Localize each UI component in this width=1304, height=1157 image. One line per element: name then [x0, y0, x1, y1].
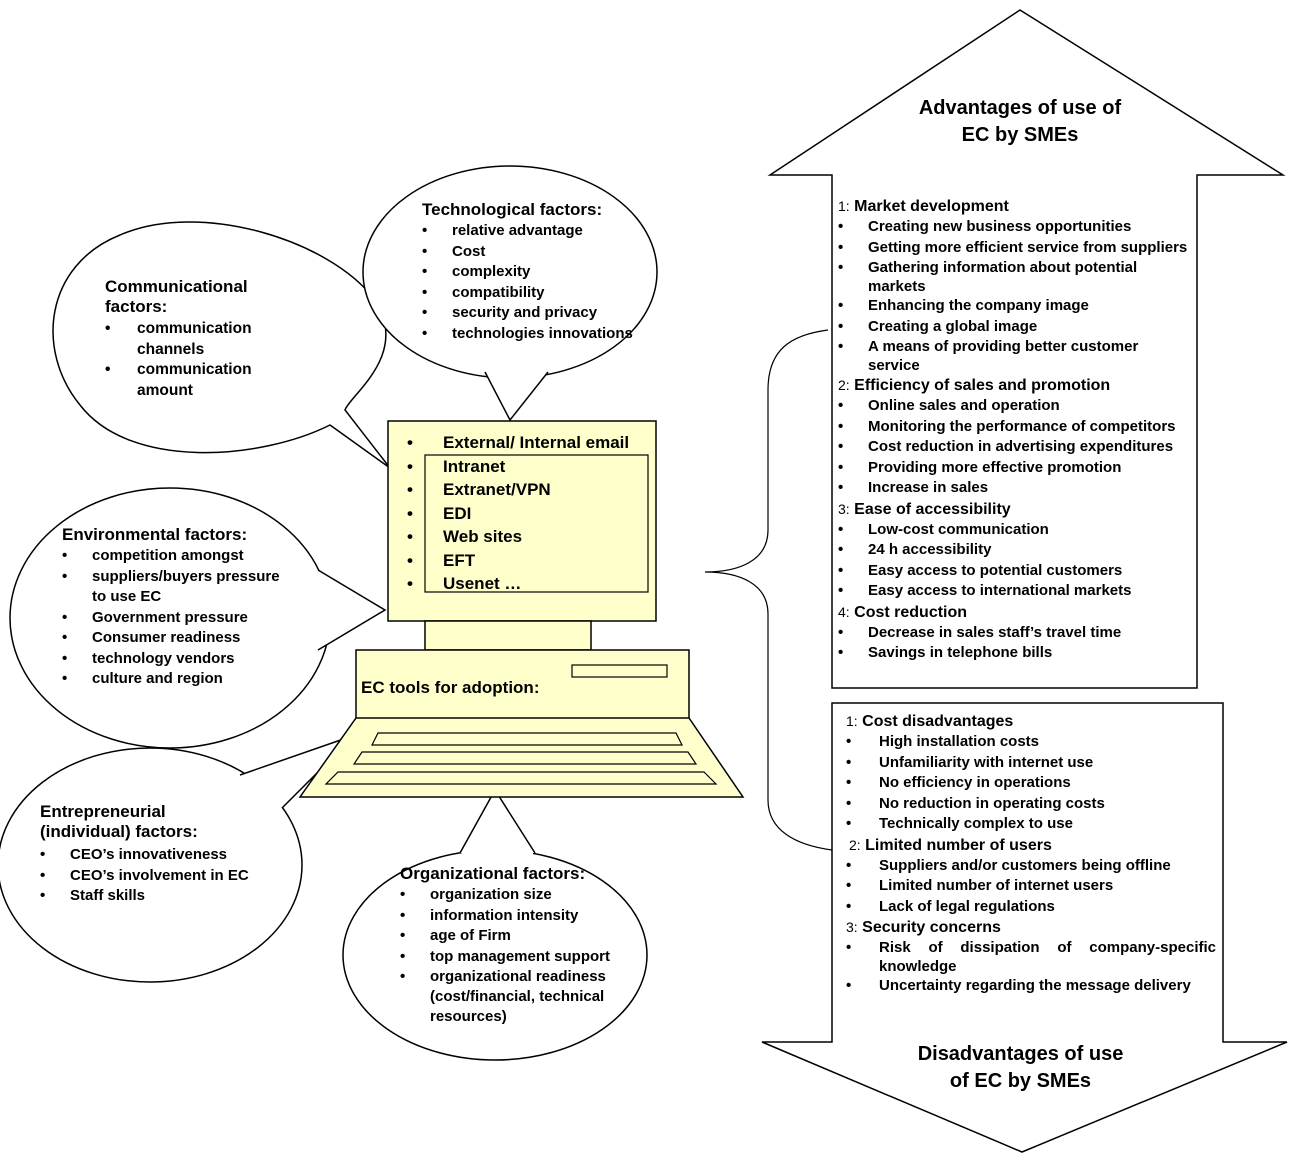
- list-item: Getting more efficient service from supp…: [838, 238, 1223, 259]
- list-item: Easy access to potential customers: [838, 561, 1223, 582]
- list-item: Intranet: [407, 455, 652, 479]
- list-item: No efficiency in operations: [846, 773, 1216, 794]
- list-item: technology vendors: [62, 649, 292, 670]
- computer-label: EC tools for adoption:: [361, 678, 540, 697]
- list-item: No reduction in operating costs: [846, 794, 1216, 815]
- list-item: Consumer readiness: [62, 628, 292, 649]
- list-item: Providing more effective promotion: [838, 458, 1223, 479]
- list-item: Increase in sales: [838, 478, 1223, 499]
- list-item: information intensity: [400, 906, 640, 927]
- list-item: culture and region: [62, 669, 292, 690]
- keyboard-row-1: [371, 732, 683, 746]
- screen-tools: External/ Internal email Intranet Extran…: [407, 431, 652, 596]
- list-item: Usenet …: [407, 572, 652, 596]
- list-item: Savings in telephone bills: [838, 643, 1223, 664]
- list-item: compatibility: [422, 283, 662, 304]
- list-item: CEO’s innovativeness: [40, 845, 280, 866]
- list-item: Creating a global image: [838, 317, 1223, 338]
- section-heading: 3: Security concerns: [846, 919, 1001, 936]
- drive-slot: [571, 664, 668, 678]
- list-item: Web sites: [407, 525, 652, 549]
- technological-title: Technological factors:: [422, 200, 603, 219]
- list-item: complexity: [422, 262, 662, 283]
- list-item: Lack of legal regulations: [846, 897, 1216, 918]
- environmental-factors: Environmental factors: competition among…: [62, 525, 292, 690]
- list-item: Low-cost communication: [838, 520, 1223, 541]
- entrepreneurial-title: Entrepreneurial (individual) factors:: [40, 802, 198, 841]
- list-item: High installation costs: [846, 732, 1216, 753]
- list-item: EFT: [407, 549, 652, 573]
- list-item: organizational readiness (cost/financial…: [400, 967, 640, 1027]
- communicational-factors: Communicational factors: communication c…: [105, 277, 305, 401]
- list-item: Staff skills: [40, 886, 280, 907]
- list-item: security and privacy: [422, 303, 662, 324]
- entrepreneurial-factors: Entrepreneurial (individual) factors: CE…: [40, 802, 280, 907]
- section-heading: 1: Cost disadvantages: [846, 713, 1014, 730]
- list-item: Gathering information about potential ma…: [838, 258, 1223, 296]
- monitor-neck: [424, 620, 592, 651]
- list-item: technologies innovations: [422, 324, 662, 345]
- list-item: Monitoring the performance of competitor…: [838, 417, 1223, 438]
- list-item: suppliers/buyers pressure to use EC: [62, 567, 292, 608]
- list-item: 24 h accessibility: [838, 540, 1223, 561]
- list-item: EDI: [407, 502, 652, 526]
- environmental-title: Environmental factors:: [62, 525, 248, 544]
- section-heading: 2: Efficiency of sales and promotion: [838, 377, 1111, 394]
- section-heading: 1: Market development: [838, 198, 1009, 215]
- list-item: Cost reduction in advertising expenditur…: [838, 437, 1223, 458]
- organizational-factors: Organizational factors: organization siz…: [400, 864, 640, 1027]
- section-heading: 4: Cost reduction: [838, 603, 968, 621]
- list-item: Cost: [422, 242, 662, 263]
- list-item: communication amount: [105, 360, 305, 401]
- list-item: Easy access to international markets: [838, 581, 1223, 602]
- list-item: communication channels: [105, 319, 305, 360]
- list-item: Uncertainty regarding the message delive…: [846, 976, 1216, 995]
- section-heading: 3: Ease of accessibility: [838, 500, 1011, 518]
- advantages-list: 1: Market development Creating new busin…: [838, 196, 1223, 664]
- list-item: Risk of dissipation of company-specific …: [846, 938, 1216, 976]
- curly-brace: [704, 329, 833, 851]
- list-item: Suppliers and/or customers being offline: [846, 856, 1216, 877]
- list-item: organization size: [400, 885, 640, 906]
- list-item: Government pressure: [62, 608, 292, 629]
- list-item: CEO’s involvement in EC: [40, 866, 280, 887]
- list-item: Decrease in sales staff’s travel time: [838, 623, 1223, 644]
- disadvantages-list: 1: Cost disadvantages High installation …: [846, 711, 1216, 995]
- list-item: age of Firm: [400, 926, 640, 947]
- list-item: Extranet/VPN: [407, 478, 652, 502]
- list-item: External/ Internal email: [407, 431, 652, 455]
- list-item: top management support: [400, 947, 640, 968]
- list-item: A means of providing better customer ser…: [838, 337, 1223, 375]
- list-item: Creating new business opportunities: [838, 217, 1223, 238]
- advantages-title: Advantages of use of EC by SMEs: [918, 97, 1122, 146]
- list-item: Online sales and operation: [838, 396, 1223, 417]
- list-item: Unfamiliarity with internet use: [846, 753, 1216, 774]
- list-item: Technically complex to use: [846, 814, 1216, 835]
- technological-factors: Technological factors: relative advantag…: [422, 200, 662, 344]
- list-item: Limited number of internet users: [846, 876, 1216, 897]
- organizational-title: Organizational factors:: [400, 864, 586, 883]
- section-heading: 2: Limited number of users: [849, 836, 1052, 854]
- list-item: competition amongst: [62, 546, 292, 567]
- disadvantages-title: Disadvantages of use of EC by SMEs: [917, 1043, 1124, 1092]
- communicational-title: Communicational factors:: [105, 277, 248, 316]
- list-item: Enhancing the company image: [838, 296, 1223, 317]
- list-item: relative advantage: [422, 221, 662, 242]
